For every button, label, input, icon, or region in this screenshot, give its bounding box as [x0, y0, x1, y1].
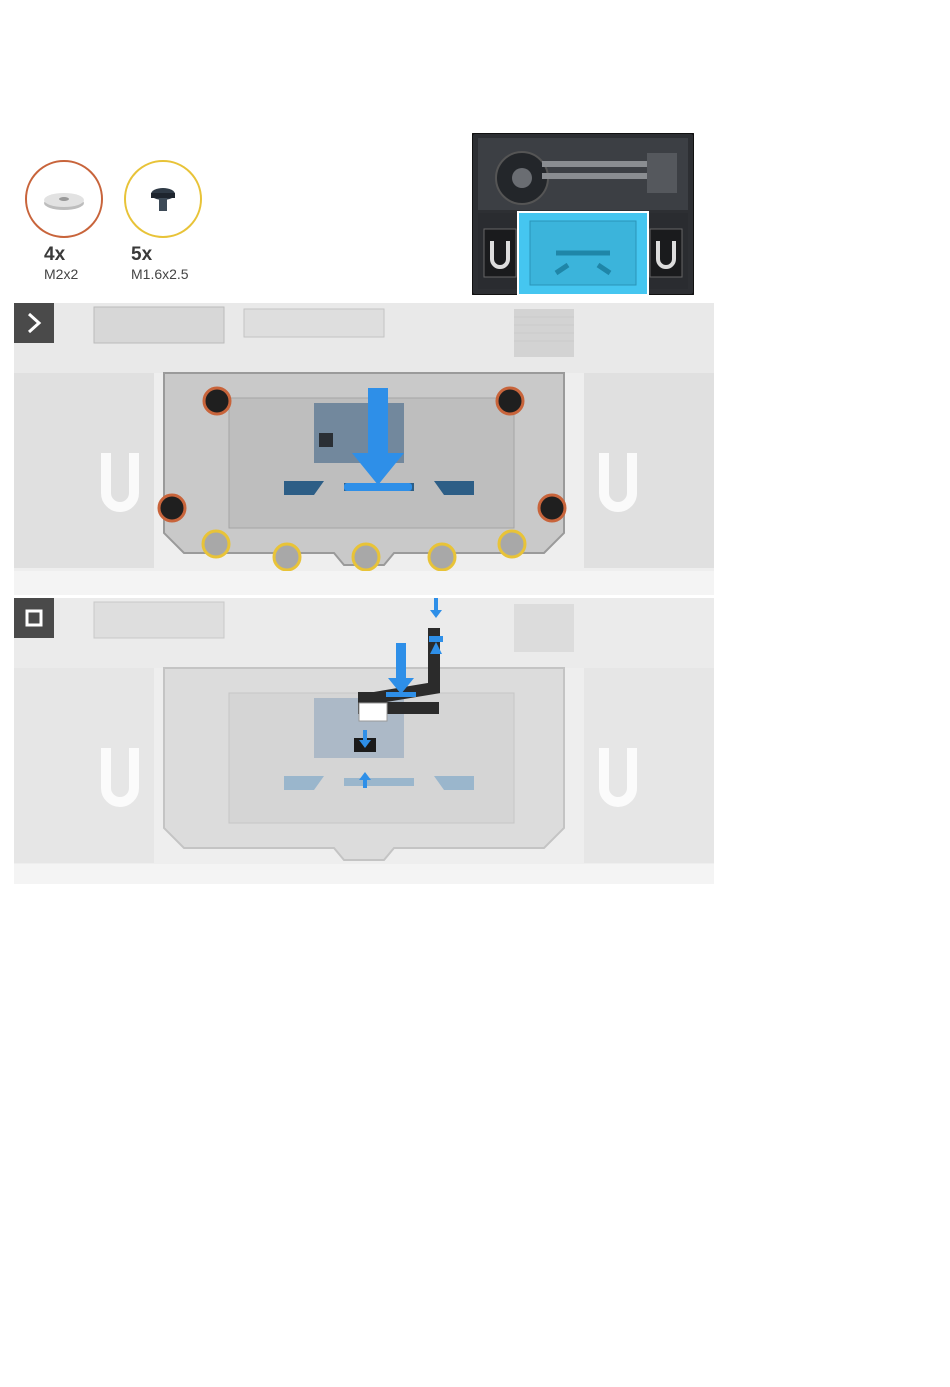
square-stop-icon	[14, 598, 54, 638]
flat-head-screw-icon	[27, 162, 101, 236]
screw-type-m2x2: M2x2	[44, 266, 78, 282]
step-1-illustration	[14, 303, 714, 595]
screw-badge-m1-6x2-5	[124, 160, 202, 238]
step-2-badge	[14, 598, 54, 638]
screw-badge-m2x2	[25, 160, 103, 238]
pan-head-screw-icon	[126, 162, 200, 236]
laptop-overview-thumbnail	[472, 133, 694, 295]
screw-quantity-m1-6x2-5: 5x	[131, 244, 152, 266]
step-1-badge	[14, 303, 54, 343]
chevron-right-icon	[14, 303, 54, 343]
step-2-illustration	[14, 598, 714, 884]
screw-quantity-m2x2: 4x	[44, 244, 65, 266]
screw-type-m1-6x2-5: M1.6x2.5	[131, 266, 189, 282]
